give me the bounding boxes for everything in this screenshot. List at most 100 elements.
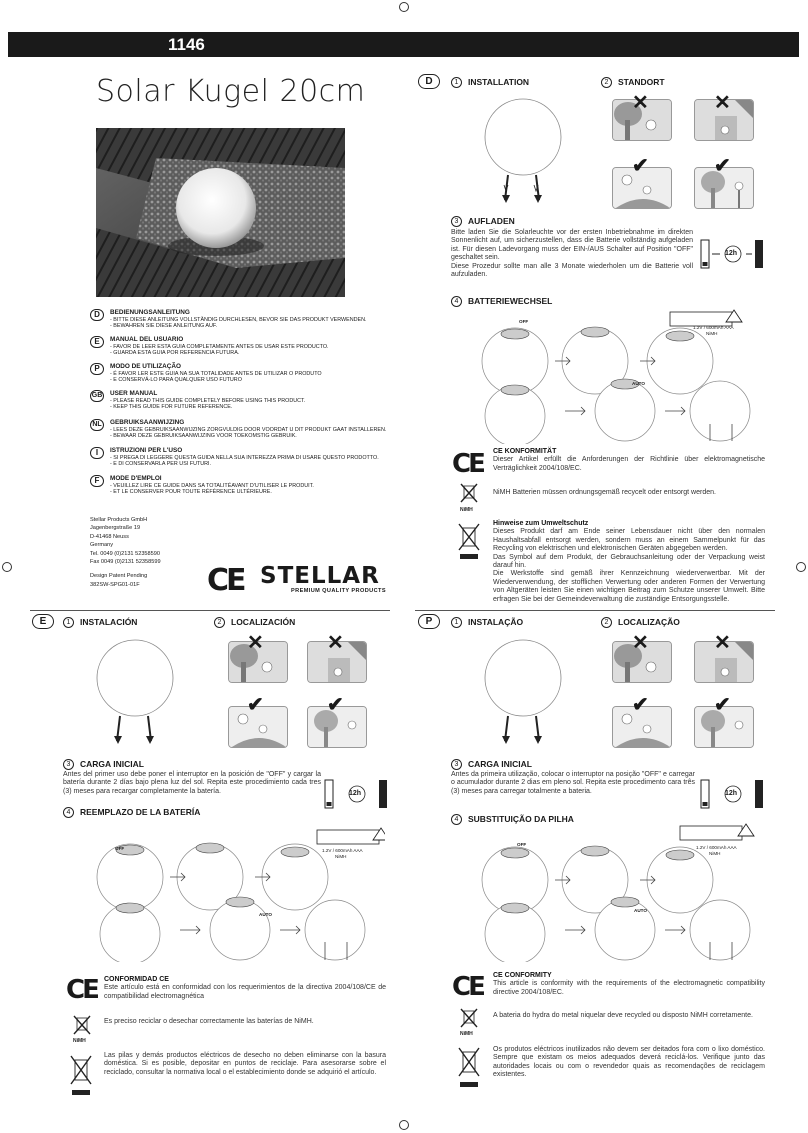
battery-type: NiMH: [709, 851, 721, 856]
charging-text-de: Bitte laden Sie die Solarleuchte vor der…: [451, 229, 693, 279]
heading-text: INSTALAÇÃO: [468, 617, 524, 627]
language-line: - E CONSERVÁ-LO PARA QUALQUER USO FUTURO: [110, 377, 242, 383]
heading-text: AUFLADEN: [468, 216, 515, 226]
checkmark-icon: ✔: [714, 155, 731, 177]
section-badge-es: E: [32, 614, 54, 629]
location-panel-bad-roof: [694, 641, 754, 683]
battery-spec: 1.2V / 600mAh AAA: [696, 845, 737, 850]
registration-mark-top: [399, 2, 409, 12]
battery-recycle-icon: [73, 1015, 91, 1035]
charge-time-label: 12h: [725, 250, 738, 257]
language-line: - E DI CONSERVARLA PER USI FUTURI.: [110, 461, 212, 467]
location-panel-good-garden: [694, 706, 754, 748]
heading-text: SUBSTITUIÇÃO DA PILHA: [468, 814, 574, 824]
section-badge-de: D: [418, 74, 440, 89]
location-panel-good-garden: [694, 167, 754, 209]
language-line: - BEWAHREN SIE DIESE ANLEITUNG AUF.: [110, 323, 218, 329]
step-number: 3: [451, 759, 462, 771]
header-bar: 1146: [8, 32, 799, 57]
language-heading: BEDIENUNGSANLEITUNG: [110, 309, 190, 316]
battery-spec: 1.2V / 600mAh AAA: [322, 848, 363, 853]
section-badge-pt: P: [418, 614, 440, 629]
environment-paragraph: Die Werkstoffe sind gemäß ihrer Kennzeic…: [493, 570, 765, 603]
step-number: 3: [63, 759, 74, 771]
ce-text: Dieser Artikel erfüllt die Anforderungen…: [493, 456, 765, 472]
heading-text: LOCALIZACIÓN: [231, 617, 296, 627]
brand-tagline: PREMIUM QUALITY PRODUCTS: [291, 588, 386, 594]
checkmark-icon: ✔: [714, 694, 731, 716]
cross-icon: ✕: [714, 92, 731, 114]
ce-conformity-de: CE KONFORMITÄT Dieser Artikel erfüllt di…: [493, 448, 765, 473]
location-panel-good-sun: [612, 167, 672, 209]
step-number: 2: [601, 617, 612, 629]
cross-icon: ✕: [247, 632, 264, 654]
language-heading: USER MANUAL: [110, 390, 158, 397]
location-panel-good-sun: [612, 706, 672, 748]
battery-type: NiMH: [706, 331, 718, 336]
step-number: 1: [63, 617, 74, 629]
ce-text: This article is conformity with the requ…: [493, 980, 765, 996]
nimh-text-es: Es preciso reciclar o desechar correctam…: [104, 1018, 314, 1025]
environment-text-es: Las pilas y demás productos eléctricos d…: [104, 1052, 386, 1076]
charge-indicator-es: 12h: [324, 776, 390, 812]
heading-text: BATTERIEWECHSEL: [468, 296, 553, 306]
auto-label: AUTO: [634, 908, 647, 913]
language-heading: GEBRUIKSAANWIJZING: [110, 419, 185, 426]
cross-icon: ✕: [632, 632, 649, 654]
document-code: 382SW-SPG01-01F: [90, 581, 140, 588]
environment-paragraph: Das Symbol auf dem Produkt, der Gebrauch…: [493, 553, 765, 570]
ce-mark-icon: CE: [452, 972, 486, 1002]
address-phone: Tel. 0049 (0)2131 52358590: [90, 550, 160, 557]
heading-text: CARGA INICIAL: [468, 759, 532, 769]
heading-text: INSTALACIÓN: [80, 617, 138, 627]
language-heading: MODO DE UTILIZAÇÃO: [110, 363, 182, 370]
step-number: 2: [601, 77, 612, 89]
ce-title: CE KONFORMITÄT: [493, 448, 557, 455]
environment-title: Hinweise zum Umweltschutz: [493, 520, 589, 527]
charging-text-es: Antes del primer uso debe poner el inter…: [63, 771, 321, 795]
checkmark-icon: ✔: [247, 694, 264, 716]
address-city: D-41468 Neuss: [90, 533, 129, 540]
language-line: - SI PREGA DI LEGGERE QUESTA GUIDA NELLA…: [110, 455, 379, 461]
nimh-text-pt: A bateria do hydra do metal niquelar dev…: [493, 1012, 753, 1019]
language-line: - BITTE DIESE ANLEITUNG VOLLSTÄNDIG DURC…: [110, 317, 367, 323]
installation-ball-illustration-es: [96, 639, 174, 744]
step-number: 1: [451, 617, 462, 629]
cross-icon: ✕: [632, 92, 649, 114]
language-line: - LEES DEZE GEBRUIKSAANWIJZING ZORGVULDI…: [110, 427, 387, 433]
language-badge: I: [90, 447, 104, 459]
location-panel-bad-shade: [612, 641, 672, 683]
charging-paragraph: Diese Prozedur sollte man alle 3 Monate …: [451, 262, 693, 279]
language-badge: P: [90, 363, 104, 375]
step-number: 4: [63, 807, 74, 819]
model-number: 1146: [168, 35, 205, 54]
language-line: - ET LE CONSERVER POUR TOUTE RÉFÉRENCE U…: [110, 489, 272, 495]
language-line: - FAVOR DE LEER ESTA GUIA COMPLETAMENTE …: [110, 344, 329, 350]
checkmark-icon: ✔: [632, 694, 649, 716]
ce-conformity-es: CONFORMIDAD CE Este artículo está en con…: [104, 976, 386, 1001]
language-badge: D: [90, 309, 104, 321]
environment-paragraph: Dieses Produkt darf am Ende seiner Leben…: [493, 528, 765, 553]
ce-title: CONFORMIDAD CE: [104, 976, 169, 983]
weee-nimh-label: NiMH: [460, 1031, 473, 1037]
ce-mark-icon: CE: [66, 975, 100, 1005]
company-address: Stellar Products GmbH Jagenbergstraße 19…: [90, 516, 161, 589]
ce-mark-logo: CE: [207, 563, 246, 598]
location-panel-bad-shade: [612, 99, 672, 141]
step-number: 1: [451, 77, 462, 89]
cross-icon: ✕: [327, 632, 344, 654]
weee-bin-icon: [458, 1047, 480, 1087]
battery-replacement-illustration-de: [481, 309, 751, 444]
heading-installation-es: 1 INSTALACIÓN: [63, 617, 138, 629]
step-number: 2: [214, 617, 225, 629]
ce-text: Este artículo está en conformidad con lo…: [104, 984, 386, 1000]
address-street: Jagenbergstraße 19: [90, 525, 141, 532]
location-panel-good-sun: [228, 706, 288, 748]
weee-bin-icon: [458, 523, 480, 559]
nimh-text-de: NiMH Batterien müssen ordnungsgemäß recy…: [493, 489, 716, 496]
